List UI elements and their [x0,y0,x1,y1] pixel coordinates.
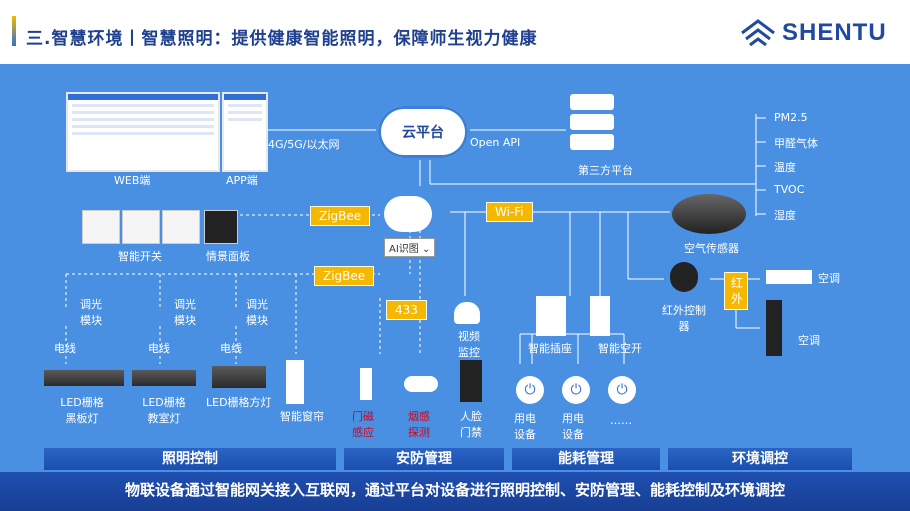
tab-climate: 环境调控 [668,448,852,470]
ac-label-2: 空调 [798,334,820,347]
header: 三.智慧环境丨智慧照明：提供健康智能照明，保障师生视力健康 SHENTU [0,0,910,64]
lamp-label-1: LED栅格黑板灯 [60,396,104,425]
page-title: 三.智慧环境丨智慧照明：提供健康智能照明，保障师生视力健康 [26,29,538,49]
plug-icon-2: ⏻ [562,376,590,404]
curtain-device [286,360,304,404]
zigbee-gateway [384,196,432,232]
tab-lighting: 照明控制 [44,448,336,470]
server-icon [570,94,614,154]
ai-popup-label: AI识图 [389,244,419,255]
ai-recognize-popup[interactable]: AI识图 ⌄ [384,238,436,257]
web-dashboard-screen [66,92,220,172]
wifi-tag: Wi-Fi [486,202,533,222]
socket-label: 智能插座 [528,342,572,355]
infrared-tag: 红外 [724,272,748,310]
led-square-lamp [212,366,266,388]
category-tabs: 照明控制 安防管理 能耗管理 环境调控 [44,448,852,470]
scene-panel-label: 情景面板 [206,250,250,263]
smoke-detector [404,376,438,392]
ac-wall-unit [766,270,812,284]
led-classroom-lamp [132,370,196,386]
plug-icon-3: ⏻ [608,376,636,404]
sensor-formaldehyde: 甲醛气体 [774,137,818,150]
dimmer-label-2: 调光模块 [174,298,196,327]
smart-switch-label: 智能开关 [118,250,162,263]
tab-energy: 能耗管理 [512,448,660,470]
wire-label-3: 电线 [220,342,242,355]
third-party-label: 第三方平台 [578,164,633,177]
lamp-label-3: LED栅格方灯 [206,396,272,409]
smart-breaker [590,296,610,336]
face-label: 人脸门禁 [460,410,482,439]
ac-floor-unit [766,300,782,356]
video-label: 视频监控 [458,330,480,359]
air-sensor-device [672,194,746,234]
scene-panel [204,210,238,244]
app-label: APP端 [226,174,258,187]
camera-device [454,302,480,324]
title-accent-bar [12,16,16,46]
switch-panel-2 [122,210,160,244]
curtain-label: 智能窗帘 [280,410,324,423]
ir-label: 红外控制器 [662,304,706,333]
switch-panel-3 [162,210,200,244]
lamp-label-2: LED栅格教室灯 [142,396,186,425]
shentu-logo-icon [741,19,775,47]
logo-text: SHENTU [782,19,887,46]
footer-summary: 物联设备通过智能网关接入互联网，通过平台对设备进行照明控制、安防管理、能耗控制及… [0,472,910,511]
cloud-platform-label: 云平台 [402,125,444,141]
network-label: 4G/5G/以太网 [268,138,340,151]
switch-panel-1 [82,210,120,244]
infrared-tag-label: 红外 [731,276,744,306]
tab-security: 安防管理 [344,448,504,470]
smoke-label: 烟感探测 [408,410,430,439]
dimmer-label-1: 调光模块 [80,298,102,327]
door-sensor [360,368,372,400]
device-label-1: 用电设备 [514,412,536,441]
logo: SHENTU [740,18,887,48]
zigbee-tag-1: ZigBee [310,206,371,226]
ir-controller [670,262,698,292]
plug-icon-1: ⏻ [516,376,544,404]
433-tag: 433 [386,300,427,320]
door-label: 门磁感应 [352,410,374,439]
breaker-label: 智能空开 [598,342,642,355]
more-label: …… [610,414,632,427]
sensor-humidity: 湿度 [774,209,796,222]
device-label-2: 用电设备 [562,412,584,441]
sensor-temperature: 温度 [774,161,796,174]
wire-label-2: 电线 [148,342,170,355]
open-api-label: Open API [470,136,521,149]
ac-label-1: 空调 [818,272,840,285]
smart-socket [536,296,566,336]
cloud-platform: 云平台 [378,106,468,158]
led-blackboard-lamp [44,370,124,386]
app-phone-screen [222,92,268,172]
diagram-stage: WEB端 APP端 4G/5G/以太网 云平台 Open API 第三方平台 P… [0,64,910,511]
face-terminal [460,360,482,402]
sensor-tvoc: TVOC [774,183,805,196]
web-label: WEB端 [114,174,151,187]
zigbee-tag-2: ZigBee [314,266,375,286]
dimmer-label-3: 调光模块 [246,298,268,327]
wire-label-1: 电线 [54,342,76,355]
sensor-pm25: PM2.5 [774,111,808,124]
air-sensor-label: 空气传感器 [684,242,739,255]
